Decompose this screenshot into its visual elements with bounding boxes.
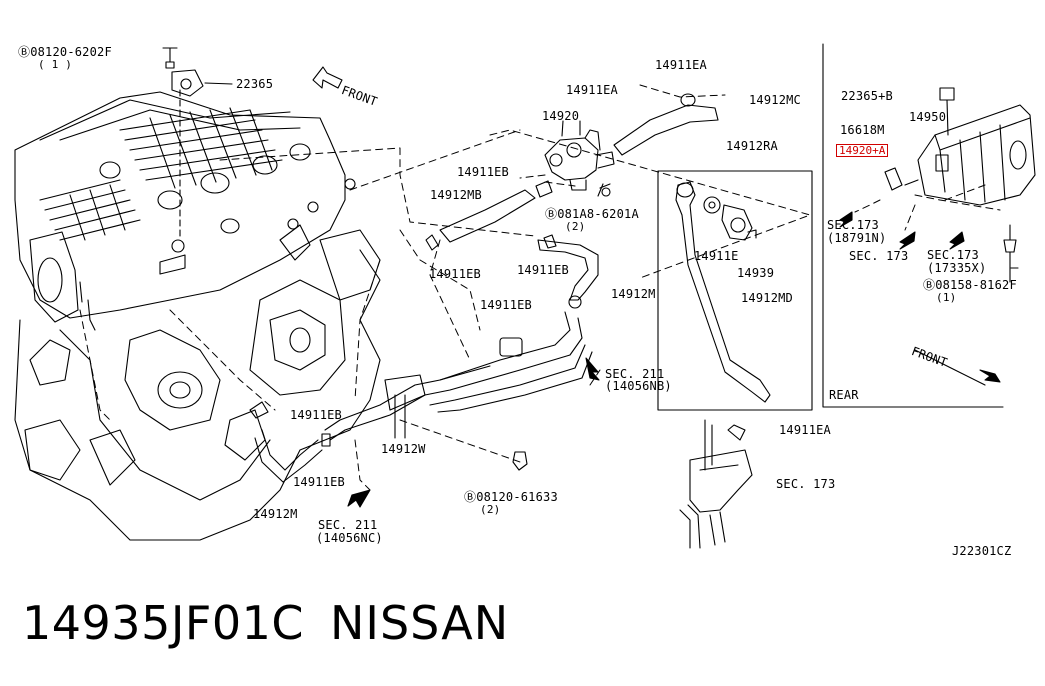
front-arrow-left (312, 66, 343, 89)
tube-14912w-label: 14912W (381, 442, 426, 456)
tube-14912w-illustration (249, 311, 593, 483)
clamp-14911eb-label-c: 14911EB (517, 263, 569, 277)
footer-caption: 14935JF01C NISSAN (0, 596, 1045, 666)
rear-sec173-a-ref: (18791N) (827, 231, 887, 245)
sec211-ref-a: (14056NB) (605, 379, 672, 393)
rear-sec173-b-label: SEC. 173 (849, 249, 909, 263)
sensor-22365-label: 22365 (236, 77, 274, 91)
clamp-14911e-label: 14911E (694, 249, 739, 263)
rear-sec173-a-label: SEC.173 (827, 218, 879, 232)
diagram-code: J22301CZ (952, 544, 1012, 558)
rear-arrows (839, 211, 1001, 383)
rear-panel (822, 43, 1036, 408)
bolt-61633-label: Ⓑ08120-61633 (464, 490, 558, 504)
valve-14920-illustration (544, 120, 615, 197)
clamp-14911eb-label-f: 14911EB (293, 475, 345, 489)
clamp-14911eb-label-d: 14911EB (480, 298, 532, 312)
rear-bolt-label: Ⓑ08158-8162F (923, 278, 1017, 292)
engine-illustration (14, 91, 381, 541)
diagram-drawing (14, 43, 1036, 549)
bolt-top-label: Ⓑ08120-6202F (18, 45, 112, 59)
clamp-14911eb-label-e: 14911EB (290, 408, 342, 422)
rear-14920a-highlight: 14920+A (836, 144, 889, 157)
sensor-22365-illustration (162, 47, 233, 241)
hose-14912md-label: 14912MD (741, 291, 793, 305)
rear-14950-label: 14950 (909, 110, 947, 124)
bolt-61633-qty: (2) (480, 503, 501, 516)
valve-14939-label: 14939 (737, 266, 775, 280)
rear-sec173-c-ref: (17335X) (927, 261, 987, 275)
sec211-label-b: SEC. 211 (318, 518, 378, 532)
hose-14912mb-label: 14912MB (430, 188, 482, 202)
sec211-arrows (347, 357, 600, 508)
front-arrow-rear (914, 349, 986, 386)
part-number: 14935JF01C (22, 596, 305, 650)
rear-bolt-qty: (1) (936, 291, 957, 304)
hose-14912m-label-b: 14912M (253, 507, 298, 521)
sec211-label-a: SEC. 211 (605, 367, 665, 381)
hose-14912m-label-a: 14912M (611, 287, 656, 301)
hose-14912m-illustration (425, 234, 599, 309)
hose-14911ea-label-a: 14911EA (655, 58, 707, 72)
hose-14911ea-label-b: 14911EA (566, 83, 618, 97)
bolt-081a8-qty: (2) (565, 220, 586, 233)
clamp-14911eb-label-a: 14911EB (457, 165, 509, 179)
rear-22365b-label: 22365+B (841, 89, 893, 103)
hose-14912mc-label: 14912MC (749, 93, 801, 107)
bolt-081a8-label: Ⓑ081A8-6201A (545, 207, 639, 221)
clamp-14911eb-label-b: 14911EB (429, 267, 481, 281)
rear-tag: REAR (829, 388, 859, 402)
rear-16618m-label: 16618M (840, 123, 885, 137)
box-14912ra (657, 170, 813, 411)
bolt-61633 (512, 451, 528, 471)
hose-14912mc-illustration (613, 93, 719, 156)
sec211-ref-b: (14056NC) (316, 531, 383, 545)
brand-name: NISSAN (330, 596, 510, 650)
valve-14920-label: 14920 (542, 109, 580, 123)
clamp-14911ea-label-c: 14911EA (779, 423, 831, 437)
sec173-mid-label: SEC. 173 (776, 477, 836, 491)
hose-14912mb-illustration (439, 180, 553, 243)
bolt-top-qty: ( 1 ) (38, 58, 73, 71)
rear-sec173-c-label: SEC.173 (927, 248, 979, 262)
sec173-pipes (679, 419, 753, 549)
parts-diagram: Ⓑ08120-6202F ( 1 ) 22365 FRONT 14911EA 1… (14, 43, 1036, 558)
hose-14912ra-label: 14912RA (726, 139, 778, 153)
